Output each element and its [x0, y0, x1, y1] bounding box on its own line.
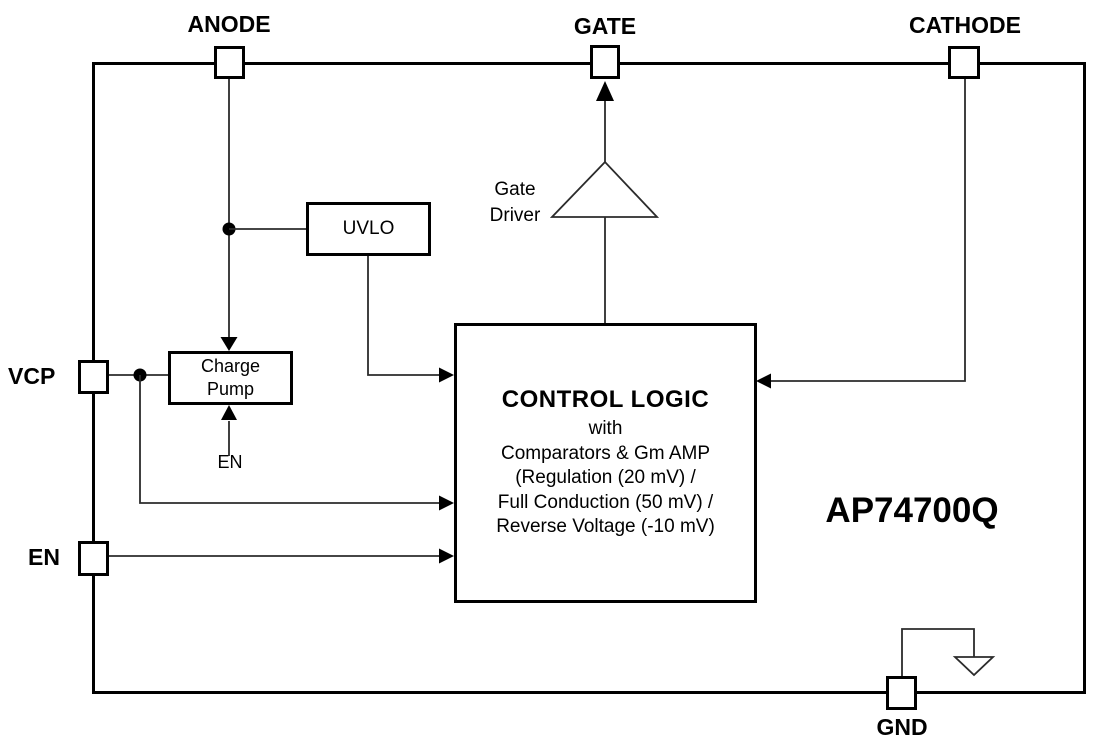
- gnd-pin-label: GND: [876, 714, 928, 740]
- ground-symbol-icon: [952, 656, 996, 677]
- en-signal-label: EN: [217, 452, 243, 472]
- wire-cathode-to-control: [770, 79, 966, 382]
- charge-pump-label: Charge Pump: [200, 356, 261, 399]
- cathode-pin-square: [948, 46, 980, 79]
- en-pin-square: [78, 541, 109, 576]
- wire-uvlo-to-control: [367, 256, 440, 376]
- uvlo-label: UVLO: [342, 218, 395, 239]
- arrowhead-into-gate-pin: [596, 81, 614, 101]
- gate-pin-square: [590, 45, 620, 79]
- vcp-pin-square: [78, 360, 109, 394]
- anode-pin-label: ANODE: [187, 11, 271, 37]
- wire-vcp-to-control: [139, 375, 440, 504]
- en-pin-label: EN: [28, 544, 60, 570]
- arrowhead-en-into-charge-pump: [221, 405, 237, 420]
- control-logic-line: Full Conduction (50 mV) /: [497, 491, 714, 513]
- vcp-pin-label: VCP: [8, 363, 56, 389]
- control-logic-title: CONTROL LOGIC: [501, 386, 710, 414]
- control-logic-line: Reverse Voltage (-10 mV): [496, 516, 715, 538]
- arrowhead-en-into-control: [439, 548, 454, 564]
- anode-pin-square: [214, 46, 245, 79]
- uvlo-block: UVLO: [306, 202, 431, 256]
- charge-pump-block: Charge Pump: [168, 351, 293, 405]
- control-logic-line: (Regulation (20 mV) /: [515, 467, 696, 489]
- cathode-pin-label: CATHODE: [908, 12, 1022, 38]
- gate-pin-label: GATE: [573, 13, 637, 39]
- gate-driver-label: Gate Driver: [489, 179, 541, 226]
- control-logic-line: with: [588, 418, 623, 440]
- part-number-label: AP74700Q: [825, 491, 999, 530]
- arrowhead-uvlo-into-control: [439, 367, 454, 383]
- arrowhead-cathode-into-control: [756, 373, 771, 389]
- wire-gnd-symbol: [901, 628, 975, 676]
- control-logic-block: CONTROL LOGIC with Comparators & Gm AMP …: [454, 323, 757, 603]
- control-logic-line: Comparators & Gm AMP: [500, 442, 711, 464]
- gate-driver-amplifier-triangle: [549, 160, 660, 218]
- gnd-pin-square: [886, 676, 917, 710]
- arrowhead-vcp-into-control: [439, 495, 454, 511]
- arrowhead-into-charge-pump: [220, 337, 238, 351]
